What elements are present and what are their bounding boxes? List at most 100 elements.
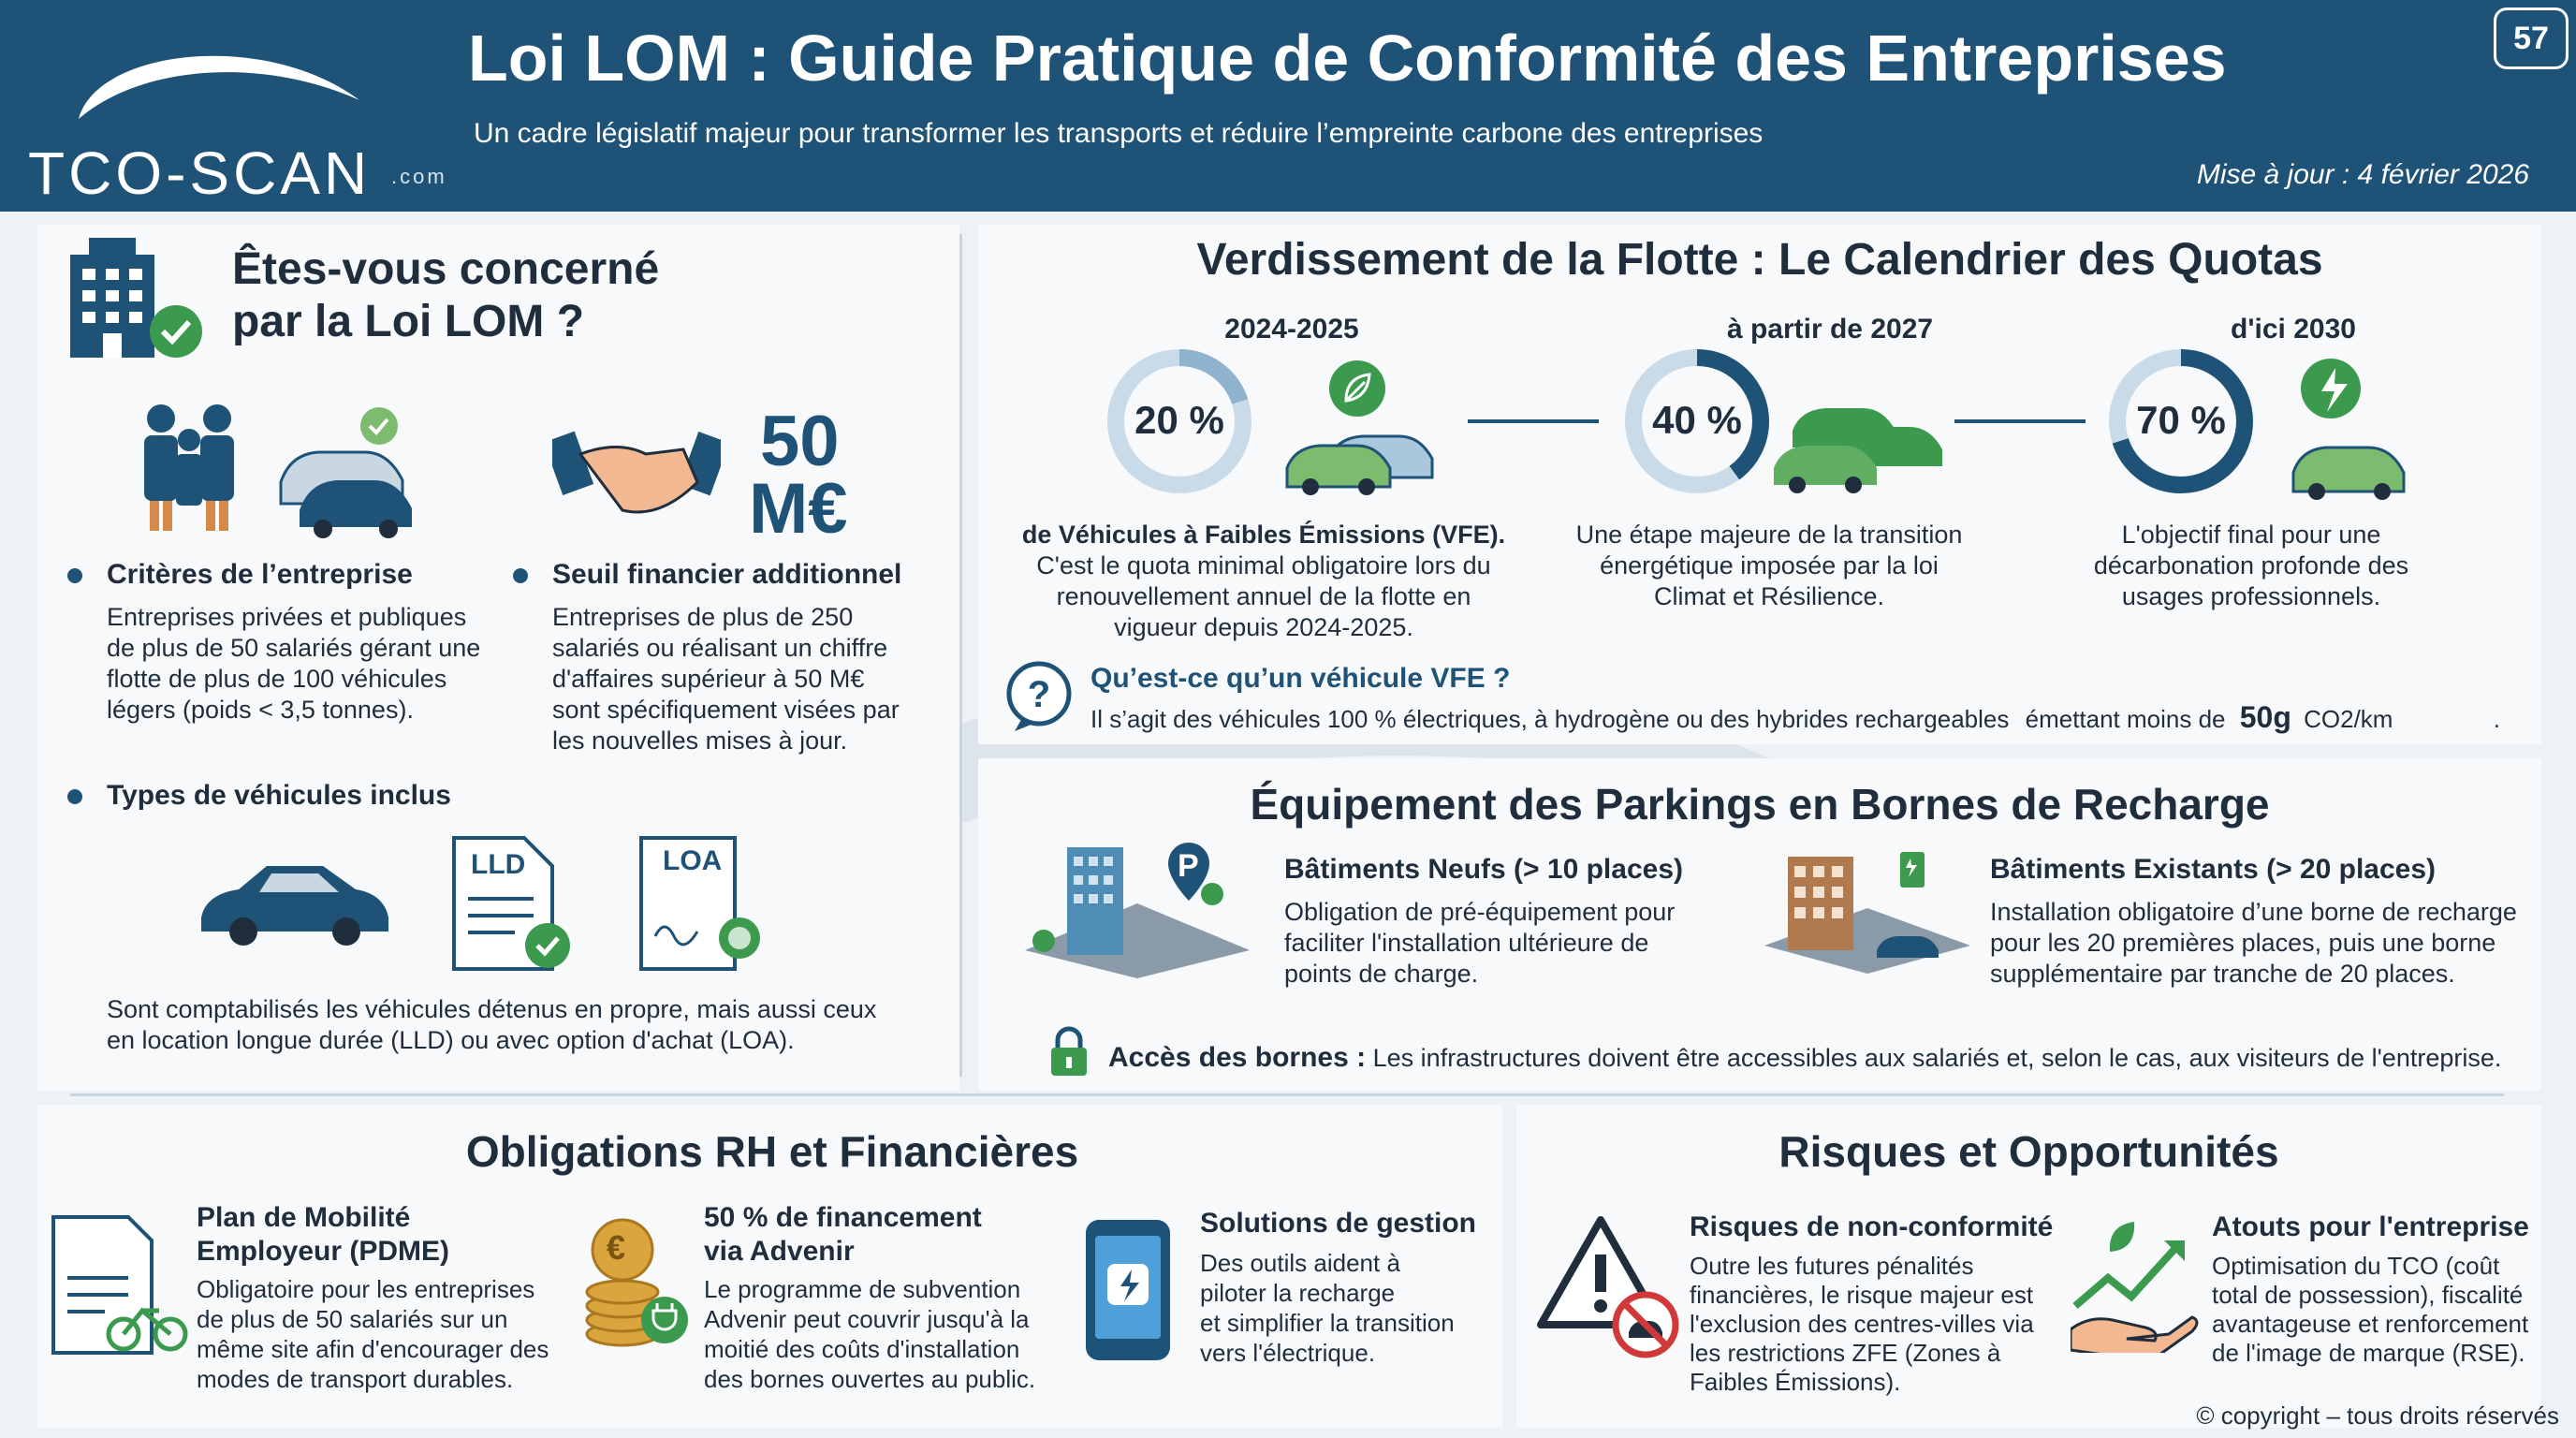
parking-title: Équipement des Parkings en Bornes de Rec…: [1250, 780, 2270, 829]
parking-panel: [978, 758, 2541, 1091]
update-date: Mise à jour : 4 février 2026: [2196, 159, 2529, 190]
svg-text:?: ?: [1028, 674, 1050, 715]
concerned-title-line2: par la Loi LOM ?: [232, 297, 585, 346]
vfe-value: 50g: [2239, 700, 2291, 734]
text-line: C'est le quota minimal obligatoire lors …: [1036, 551, 1491, 580]
text-line: Obligation de pré-équipement pour: [1284, 898, 1676, 926]
loa-contract-icon: [639, 836, 760, 971]
handshake-icon: [552, 431, 721, 514]
pdme-title: Plan de Mobilité Employeur (PDME): [197, 1201, 449, 1269]
text-line: Climat et Résilience.: [1653, 582, 1885, 610]
stage-period: à partir de 2027: [1726, 314, 1934, 345]
text-line: vigueur depuis 2024-2025.: [1114, 613, 1413, 641]
access-line: Accès des bornes : Les infrastructures d…: [1108, 1042, 2501, 1074]
text-line: des bornes ouvertes au public.: [704, 1365, 1036, 1393]
text-line: et simplifier la transition: [1200, 1309, 1455, 1337]
text-line: 50 % de financement: [704, 1202, 982, 1233]
risks-title: Risques et Opportunités: [1778, 1127, 2279, 1176]
solutions-text: Des outils aident à piloter la recharge …: [1200, 1248, 1500, 1368]
text-line: faciliter l'installation ultérieure de: [1284, 929, 1649, 957]
page-number-badge: 57: [2494, 7, 2569, 69]
access-label: Accès des bornes :: [1108, 1042, 1367, 1073]
text-line: vers l'électrique.: [1200, 1339, 1376, 1367]
lightning-ev-icon: [2291, 359, 2406, 500]
text-line: L'objectif final pour une: [2121, 521, 2381, 549]
green-cars-icon: [1774, 408, 1942, 493]
text-line: de Véhicules à Faibles Émissions (VFE).: [1021, 521, 1506, 549]
quota-ring-20: [1107, 349, 1251, 493]
vertical-divider: [959, 234, 962, 1077]
logo-swoosh-icon: [79, 55, 359, 119]
coins-plug-icon: [585, 1218, 688, 1347]
loa-label: LOA: [663, 845, 723, 876]
text-line: Plan de Mobilité: [197, 1202, 411, 1233]
vfe-answer-line: Il s’agit des véhicules 100 % électrique…: [1090, 700, 2500, 735]
vehicle-types-title: Types de véhicules inclus: [107, 780, 451, 811]
horizontal-divider: [70, 1093, 2504, 1096]
page-title: Loi LOM : Guide Pratique de Conformité d…: [468, 22, 2227, 95]
criteria-text: Entreprises privées et publiques de plus…: [107, 602, 537, 726]
padlock-icon: [1051, 1026, 1087, 1076]
existing-buildings-title: Bâtiments Existants (> 20 places): [1990, 854, 2437, 885]
text-line: Faibles Émissions).: [1690, 1368, 1901, 1396]
quota-percent: 20 %: [1134, 398, 1224, 442]
text-line: les restrictions ZFE (Zones à: [1690, 1339, 2001, 1367]
lld-document-icon: [452, 836, 570, 971]
new-building-parking-icon: [1025, 843, 1250, 978]
criteria-title: Critères de l’entreprise: [107, 559, 413, 590]
leaf-ev-cars-icon: [1285, 360, 1434, 495]
text-line: Des outils aident à: [1200, 1249, 1400, 1277]
text-line: même site afin d'encourager des: [197, 1335, 549, 1363]
euro-glyph: €: [607, 1228, 626, 1267]
risks-panel: [1516, 1105, 2541, 1428]
quota-percent: 40 %: [1652, 398, 1742, 442]
text-line: de plus de 50 salariés sur un: [197, 1305, 508, 1333]
access-text: Les infrastructures doivent être accessi…: [1372, 1044, 2502, 1072]
hr-title: Obligations RH et Financières: [465, 1127, 1079, 1176]
stage-text: Une étape majeure de la transition énerg…: [1544, 520, 1994, 612]
employees-cars-icon: [144, 404, 412, 538]
text-line: les nouvelles mises à jour.: [552, 726, 848, 755]
text-line: Entreprises de plus de 250: [552, 603, 854, 631]
text-line: flotte de plus de 100 véhicules: [107, 665, 447, 693]
hr-panel: [37, 1105, 1502, 1428]
logo-suffix: .com: [391, 165, 447, 188]
text-line: l'exclusion des centres-villes via: [1690, 1310, 2034, 1338]
text-line: usages professionnels.: [2121, 582, 2381, 610]
text-line: d'affaires supérieur à 50 M€: [552, 665, 865, 693]
text-line: moitié des coûts d'installation: [704, 1335, 1020, 1363]
building-check-icon: [70, 238, 202, 358]
text-line: Entreprises privées et publiques: [107, 603, 467, 631]
text-line: Obligatoire pour les entreprises: [197, 1275, 535, 1303]
quota-ring-40: [1625, 349, 1769, 493]
question-bubble-icon: ?: [1006, 661, 1072, 731]
concerned-title-line1: Êtes-vous concerné: [232, 244, 660, 294]
pdme-text: Obligatoire pour les entreprises de plus…: [197, 1274, 580, 1394]
mobility-plan-bike-icon: [51, 1215, 188, 1355]
text-line: points de charge.: [1284, 960, 1479, 988]
text-line: Sont comptabilisés les véhicules détenus…: [107, 995, 877, 1023]
copyright: © copyright – tous droits réservés: [2196, 1401, 2559, 1430]
new-buildings-text: Obligation de pré-équipement pour facili…: [1284, 897, 1705, 990]
car-icon: [201, 866, 388, 946]
timeline-connector: [1468, 419, 1599, 423]
page-subtitle: Un cadre législatif majeur pour transfor…: [474, 118, 1764, 149]
vfe-unit: CO2/km: [2304, 705, 2393, 733]
logo-text: TCO-SCAN: [28, 139, 372, 207]
amount-meur: M€: [749, 469, 848, 549]
fleet-title: Verdissement de la Flotte : Le Calendrie…: [1196, 235, 2323, 285]
fleet-panel: [978, 225, 2541, 744]
text-line: de plus de 50 salariés gérant une: [107, 634, 481, 662]
header-banner: [0, 0, 2576, 212]
text-line: Employeur (PDME): [197, 1236, 450, 1267]
text-line: total de possession), fiscalité: [2212, 1281, 2524, 1309]
stage-period: d'ici 2030: [2231, 314, 2356, 345]
vfe-emit: émettant moins de: [2025, 705, 2226, 733]
text-line: décarbonation profonde des: [2093, 551, 2409, 580]
amount-50: 50: [760, 402, 840, 481]
advenir-text: Le programme de subvention Advenir peut …: [704, 1274, 1078, 1394]
vfe-question: Qu’est-ce qu’un véhicule VFE ?: [1090, 663, 1511, 694]
text-line: Une étape majeure de la transition: [1575, 521, 1963, 549]
text-line: piloter la recharge: [1200, 1279, 1396, 1307]
text-line: Optimisation du TCO (coût: [2212, 1252, 2500, 1280]
